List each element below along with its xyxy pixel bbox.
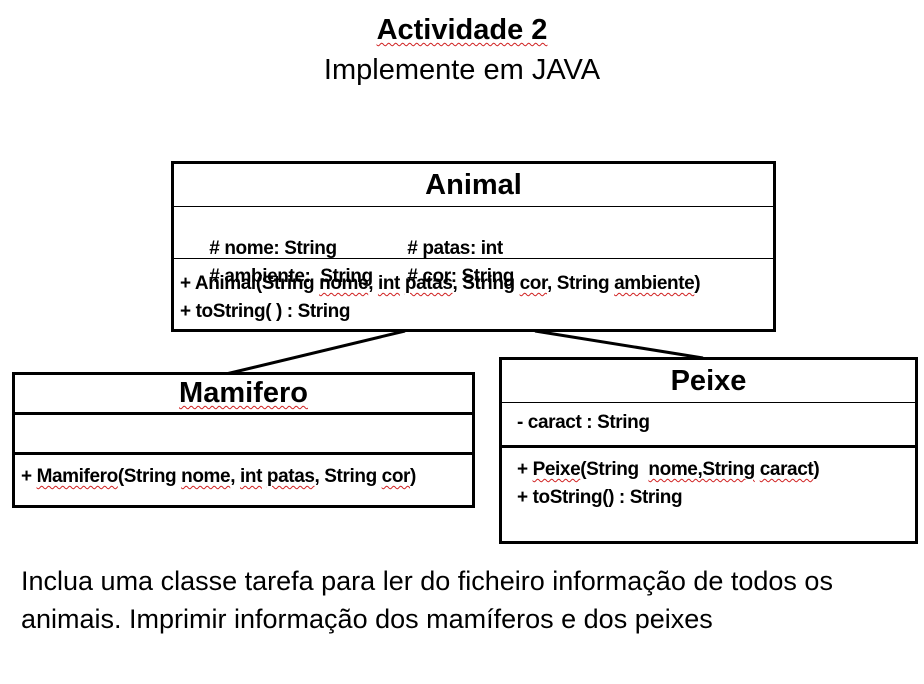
attribute: # ambiente: String: [209, 266, 373, 287]
method: + Peixe(String nome,String caract): [517, 459, 820, 480]
class-animal-attributes: # nome: String # patas: int # ambiente: S…: [174, 206, 773, 287]
attribute: - caract : String: [517, 412, 650, 433]
class-peixe-name: Peixe: [670, 365, 747, 397]
page-title: Actividade 2: [376, 14, 548, 46]
method: + toString( ) : String: [180, 301, 351, 322]
method: + toString() : String: [517, 487, 683, 508]
class-mamifero-methods: + Mamifero(String nome, int patas, Strin…: [15, 452, 472, 491]
method: + Animal(String nome, int patas, String …: [180, 273, 701, 294]
class-peixe-attributes: - caract : String: [502, 402, 915, 445]
connector-animal-mamifero: [225, 329, 406, 376]
class-mamifero-name: Mamifero: [179, 377, 308, 409]
class-mamifero: Mamifero + Mamifero(String nome, int pat…: [12, 372, 475, 508]
page-subtitle: Implemente em JAVA: [323, 54, 601, 86]
instructions-text: Inclua uma classe tarefa para ler do fic…: [21, 566, 833, 634]
class-peixe: Peixe - caract : String + Peixe(String n…: [499, 357, 918, 544]
attribute: # patas: int: [407, 238, 503, 259]
class-animal: Animal # nome: String # patas: int # ambi…: [171, 161, 776, 332]
attribute: # cor: String: [407, 266, 514, 287]
class-mamifero-attributes: [15, 412, 472, 452]
attribute: # nome: String: [209, 238, 337, 259]
method: + Mamifero(String nome, int patas, Strin…: [21, 466, 416, 487]
class-animal-methods: + Animal(String nome, int patas, String …: [174, 258, 773, 326]
class-peixe-methods: + Peixe(String nome,String caract) + toS…: [502, 445, 915, 512]
class-animal-name: Animal: [425, 169, 522, 201]
connector-animal-peixe: [534, 329, 704, 360]
